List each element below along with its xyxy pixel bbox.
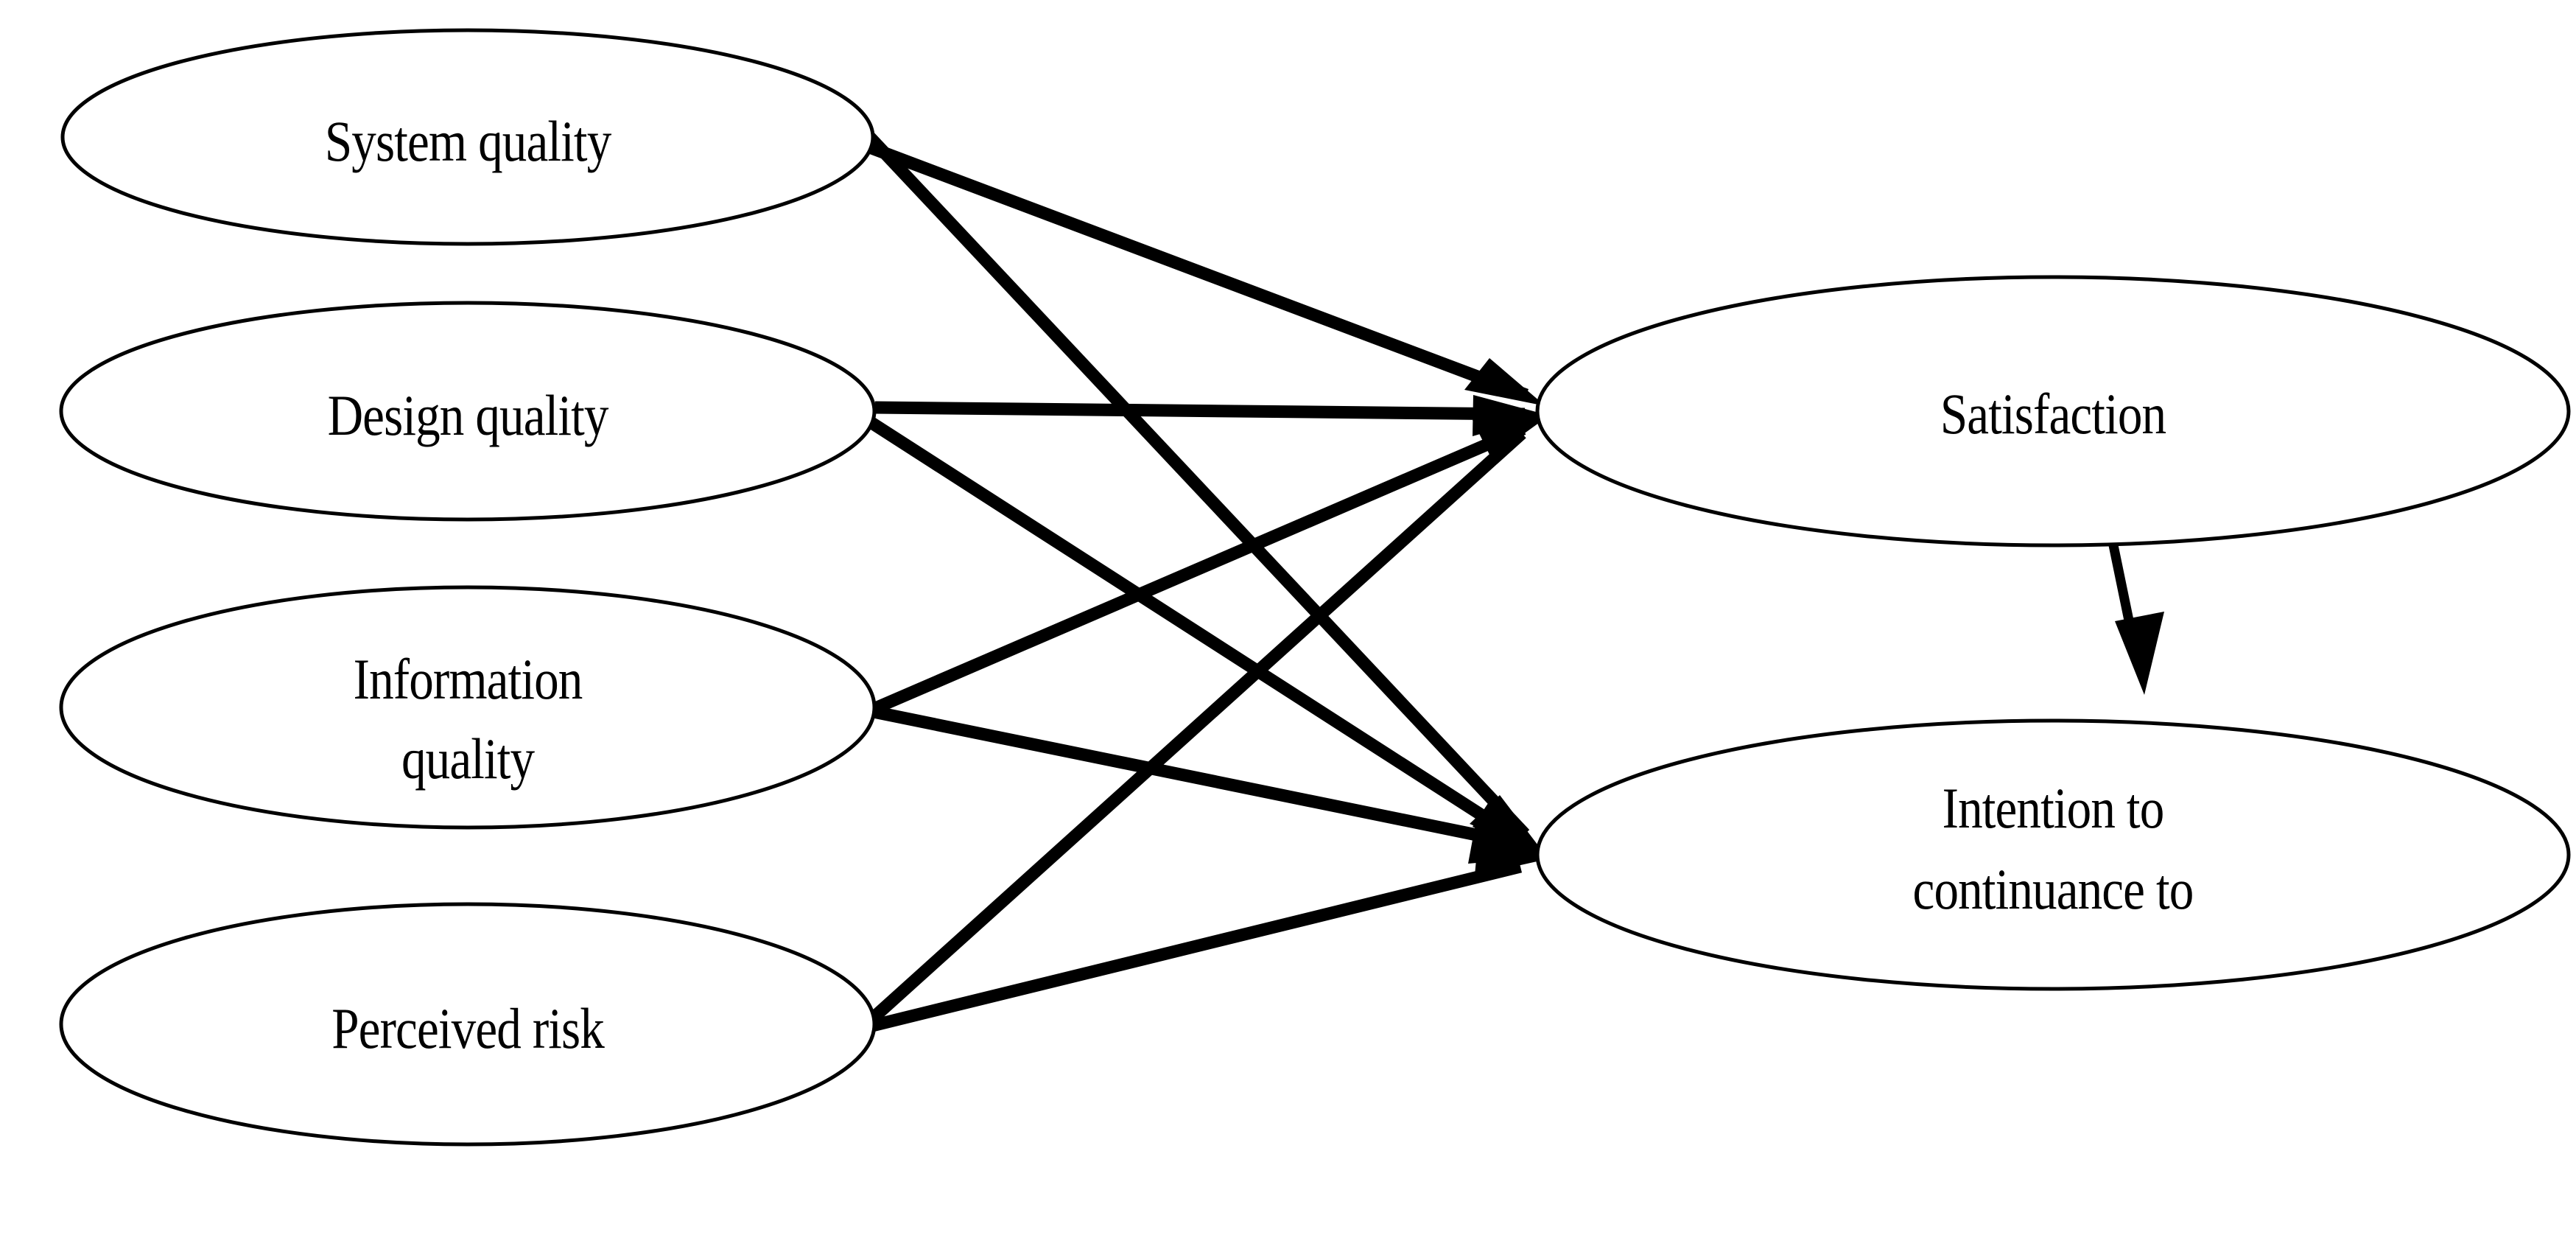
arrow-head-icon	[1475, 836, 1547, 875]
edge-line	[860, 139, 1529, 401]
node-shape-ellipse[interactable]	[60, 28, 875, 246]
node-satisfaction[interactable]: Satisfaction	[1535, 275, 2571, 547]
node-information-quality[interactable]: Information quality	[59, 585, 877, 830]
edge-line	[874, 401, 1526, 421]
node-design-quality[interactable]: Design quality	[59, 301, 877, 522]
edge-design-quality-to-intention	[867, 416, 1547, 857]
node-label-design-quality: Design quality	[328, 383, 609, 447]
arrow-head-icon	[1464, 358, 1545, 406]
node-label-system-quality: System quality	[325, 109, 612, 173]
node-shape-ellipse[interactable]	[1535, 718, 2571, 991]
node-system-quality[interactable]: System quality	[60, 28, 875, 246]
edge-line	[864, 860, 1523, 1034]
node-shape-ellipse[interactable]	[59, 301, 877, 522]
arrow-head-icon	[1473, 794, 1547, 857]
node-label-information-quality-line2: quality	[401, 727, 536, 791]
node-perceived-risk[interactable]: Perceived risk	[59, 902, 877, 1147]
node-shape-ellipse[interactable]	[59, 585, 877, 830]
arrow-head-icon	[2115, 612, 2164, 695]
edge-line	[867, 416, 1524, 846]
node-label-intention-line1: Intention to	[1942, 776, 2164, 840]
node-shape-ellipse[interactable]	[59, 902, 877, 1147]
node-label-perceived-risk: Perceived risk	[331, 996, 605, 1060]
node-shape-ellipse[interactable]	[1535, 275, 2571, 547]
node-intention-to-continuance[interactable]: Intention to continuance to	[1535, 718, 2571, 991]
edge-satisfaction-to-intention	[2103, 519, 2164, 695]
edge-line	[860, 128, 1530, 839]
node-label-satisfaction: Satisfaction	[1940, 382, 2166, 446]
edge-line	[871, 423, 1526, 715]
edge-perceived-risk-to-intention	[864, 836, 1547, 1034]
edge-system-quality-to-satisfaction	[860, 139, 1545, 406]
edge-information-quality-to-satisfaction	[871, 417, 1547, 715]
node-label-intention-line2: continuance to	[1913, 857, 2194, 921]
arrow-head-icon	[1479, 411, 1547, 451]
edge-design-quality-to-satisfaction	[874, 395, 1547, 436]
node-label-information-quality-line1: Information	[354, 647, 583, 711]
edge-line	[872, 705, 1525, 851]
edge-line	[863, 428, 1526, 1028]
edge-perceived-risk-to-satisfaction	[863, 411, 1547, 1028]
